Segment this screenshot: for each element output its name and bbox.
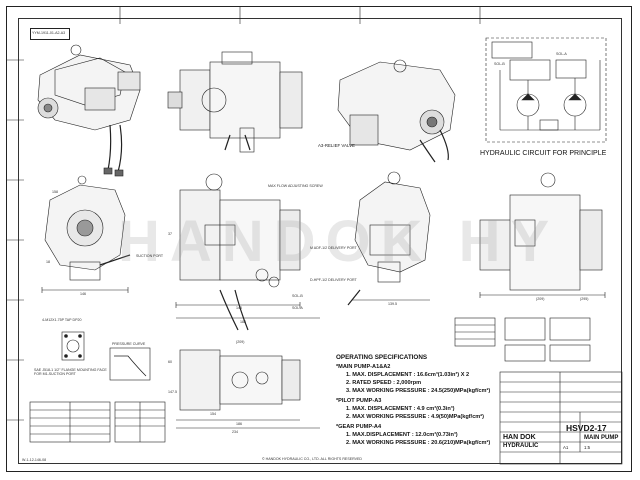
circuit-title: HYDRAULIC CIRCUIT FOR PRINCIPLE: [480, 150, 607, 157]
border-ticks: [6, 6, 481, 421]
dimension-label: 158: [52, 190, 58, 194]
sol-a-callout: SOL-A: [292, 306, 303, 310]
sae-port-label: 4-M12X1.75P TAP DP20: [42, 318, 82, 322]
drawing-number: HSVD2-17: [566, 423, 607, 433]
pump-front-view: [41, 175, 131, 293]
dimension-label: (209): [236, 340, 245, 344]
watermark: HANDOK HY: [118, 209, 560, 274]
dimension-label: (295): [580, 297, 589, 301]
circuit-sol-b: SOL-B: [494, 62, 505, 66]
pilot-pump-line: 1. MAX. DISPLACEMENT : 4.9 cm³(0.3in³): [346, 406, 455, 412]
sol-b-callout: SOL-B: [292, 294, 303, 298]
gear-pump-line: 2. MAX WORKING PRESSURE : 20.6(210)MPa(k…: [346, 440, 491, 446]
pressure-curve-label: PRESSURE CURVE: [112, 342, 146, 346]
doc-number-text: YYM-1911-01-A2-A3: [32, 31, 66, 35]
pump-right-side-view: [479, 172, 606, 298]
detail-sections: [504, 317, 591, 362]
max-flow-screw-label: MAX FLOW ADJUSTING SCREW: [268, 184, 323, 188]
pump-iso-view-2: [337, 59, 456, 163]
footer-code: W-1-12-146-08: [22, 458, 47, 462]
main-pump-line: 2. RATED SPEED : 2,000rpm: [346, 380, 422, 386]
sheet-size: A1: [563, 445, 569, 450]
spec-heading: OPERATING SPECIFICATIONS: [336, 354, 428, 361]
pilot-pump-title: *PILOT PUMP-A3: [336, 398, 382, 404]
dimension-label: 60: [168, 360, 172, 364]
port-table: [454, 317, 496, 347]
dimension-label: 154: [210, 412, 216, 416]
gear-pump-title: *GEAR PUMP-A4: [336, 424, 382, 430]
delivery-port-1-label: M ADF-1/2 DELIVERY PORT: [310, 246, 357, 250]
dimension-label: 146: [80, 292, 86, 296]
pump-iso-view-1: [37, 44, 141, 177]
pressure-curve-box: [109, 347, 151, 381]
dimension-label: 146: [236, 306, 242, 310]
pump-back-view: [347, 171, 431, 306]
circuit-sol-a: SOL-A: [556, 52, 567, 56]
doc-number-box: [30, 28, 70, 40]
drawing-scale: 1:5: [584, 445, 591, 450]
spec-tables: [29, 401, 166, 443]
pump-bottom-view: [176, 349, 320, 429]
pump-side-view-top: [167, 51, 303, 153]
company-subtitle: HYDRAULIC: [503, 443, 539, 449]
pilot-pump-line: 2. MAX WORKING PRESSURE : 4.9(50)MPa(kgf…: [346, 414, 485, 420]
flange-detail: [61, 331, 85, 361]
dimension-label: 139.5: [388, 302, 397, 306]
dimension-label: (209): [536, 297, 545, 301]
drawing-inner-frame: [18, 18, 622, 464]
delivery-port-2-label: D-HPF-1/2 DELIVERY PORT: [310, 278, 357, 282]
hydraulic-circuit-diagram: [485, 37, 607, 143]
dimension-label: 147.5: [168, 390, 177, 394]
dimension-label: 234: [232, 430, 238, 434]
suction-port-label: SUCTION PORT: [136, 254, 164, 258]
dimension-label: 186: [236, 422, 242, 426]
dimension-label: 188: [240, 320, 246, 324]
drawing-sheet-frame: [6, 6, 632, 472]
dimension-label: 37: [168, 232, 172, 236]
part-name: MAIN PUMP: [584, 435, 619, 441]
main-pump-line: 1. MAX. DISPLACEMENT : 16.6cm³(1.03in³) …: [346, 372, 470, 378]
relief-valve-label: A3-RELIEF VALVE: [318, 143, 355, 148]
flange-note: SAE J518-1 1/2" FLANGE MOUNTING FACE FOR…: [34, 368, 107, 376]
company-name: HAN DOK: [503, 434, 536, 441]
main-pump-title: *MAIN PUMP-A1&A2: [336, 364, 391, 370]
title-block-lines: [499, 371, 623, 465]
pump-main-side-view: [175, 173, 320, 331]
copyright-note: © HANDOK HYDRAULIC CO., LTD. ALL RIGHTS …: [262, 457, 363, 461]
gear-pump-line: 1. MAX.DISPLACEMENT : 12.0cm³(0.73in³): [346, 432, 458, 438]
main-pump-line: 3. MAX WORKING PRESSURE : 24.5(250)MPa(k…: [346, 388, 491, 394]
dimension-label: 18: [46, 260, 50, 264]
